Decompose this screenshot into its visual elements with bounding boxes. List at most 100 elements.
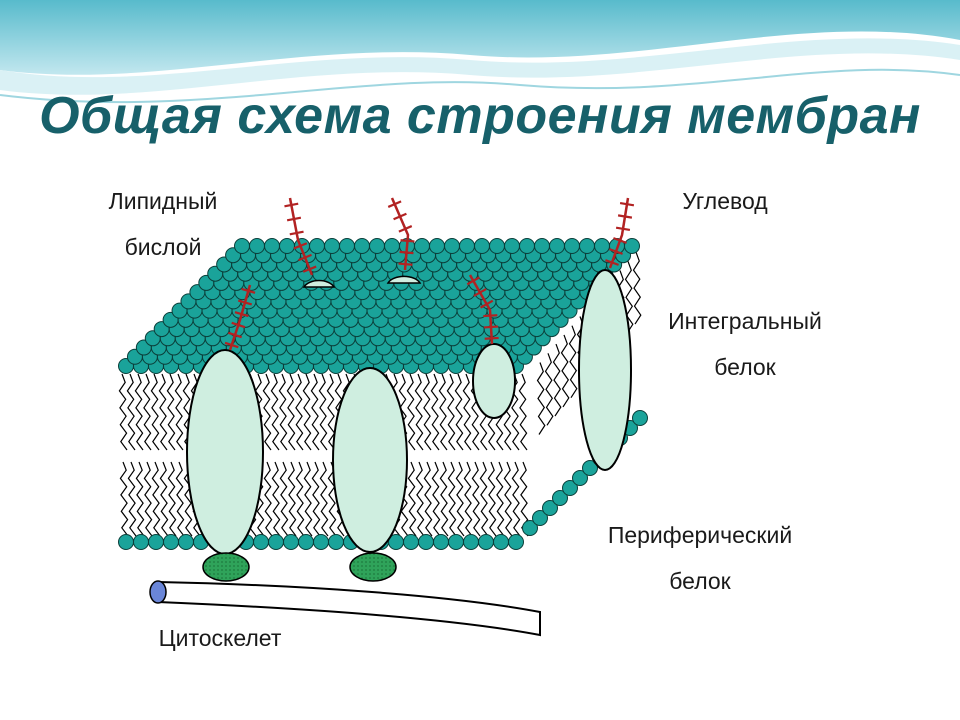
peripheral-protein-middle <box>349 552 397 582</box>
carbohydrate-branch <box>466 276 480 286</box>
integral-protein-left <box>186 349 264 555</box>
carbohydrate-branch <box>234 311 249 318</box>
lipid-head <box>414 238 430 254</box>
lipid-head <box>474 238 490 254</box>
carbohydrate-branch <box>480 299 494 309</box>
lipid-tail <box>318 373 328 451</box>
lipid-tail <box>479 461 489 537</box>
lipid-tail <box>326 373 336 451</box>
lipid-head <box>549 238 565 254</box>
carbohydrate-chain <box>468 274 494 345</box>
carbohydrate-branch <box>399 250 414 255</box>
lipid-tail <box>302 373 312 451</box>
lipid-head <box>444 238 460 254</box>
lipid-tail <box>270 373 280 451</box>
lipid-tail <box>544 353 554 426</box>
lipid-tail <box>166 373 176 451</box>
carbohydrate-branch <box>302 265 317 273</box>
lipid-head <box>313 534 329 550</box>
lipid-tail <box>278 373 288 451</box>
carbohydrate-branch <box>284 202 299 208</box>
lipid-tail <box>287 461 297 537</box>
lipid-tail <box>119 461 129 537</box>
lipid-tail <box>295 461 305 537</box>
carbohydrate-branch <box>298 253 312 262</box>
carbohydrate-branch <box>231 321 246 329</box>
carbohydrate-branch <box>237 299 253 306</box>
lipid-tail <box>327 461 337 537</box>
carbohydrate-branch <box>286 216 302 222</box>
carbohydrate-branch <box>293 242 308 250</box>
lipid-head <box>552 490 568 506</box>
carbohydrate-branch <box>619 201 635 207</box>
lipid-tail <box>454 373 464 451</box>
lipid-head <box>163 534 179 550</box>
lipid-head <box>594 238 610 254</box>
lipid-head <box>489 238 505 254</box>
lipid-head <box>418 534 434 550</box>
lipid-tail <box>134 373 144 451</box>
lipid-tail <box>262 373 272 451</box>
lipid-head <box>403 534 419 550</box>
lipid-tail <box>503 461 513 537</box>
lipid-tail <box>414 373 424 451</box>
carbohydrate-branch <box>393 212 407 221</box>
lipid-tail <box>142 373 152 451</box>
carbohydrate-branch <box>609 248 623 255</box>
lipid-tail <box>552 343 562 417</box>
lipid-head <box>504 238 520 254</box>
lipid-head <box>384 238 400 254</box>
lipid-tail <box>446 373 456 451</box>
lipid-tail <box>319 461 329 537</box>
lipid-tail <box>632 251 642 325</box>
carbohydrate-branch <box>615 226 631 232</box>
lipid-tail <box>303 461 313 537</box>
carbohydrate-branch <box>483 325 499 329</box>
carbohydrate-branch <box>387 200 402 208</box>
lipid-tail <box>286 373 296 451</box>
peripheral-protein-left <box>202 552 250 582</box>
lipid-head <box>118 534 134 550</box>
lipid-tail <box>415 461 425 537</box>
lipid-head <box>178 534 194 550</box>
lipid-tail <box>406 373 416 451</box>
lipid-tail <box>422 373 432 451</box>
protein-top-emerging <box>386 275 422 284</box>
label-lipid-bilayer: Липидный бислой <box>108 188 218 260</box>
label-peripheral-protein: Периферический белок <box>607 522 793 594</box>
integral-proteins <box>186 269 632 555</box>
lipid-tail <box>118 373 128 451</box>
lipid-head <box>298 534 314 550</box>
lipid-head <box>532 510 548 526</box>
carbohydrate-branch <box>241 287 256 294</box>
lipid-tail <box>536 362 546 435</box>
protein-top-emerging <box>302 279 336 288</box>
lipid-head <box>448 534 464 550</box>
lipid-tail <box>462 373 472 451</box>
lipid-tail <box>310 373 320 451</box>
carbohydrate-chain <box>228 284 252 351</box>
lipid-tail <box>471 461 481 537</box>
lipid-tail <box>151 461 161 537</box>
lipid-tail <box>495 461 505 537</box>
carbohydrate-branch <box>289 230 304 236</box>
carbohydrate-chain <box>390 197 410 271</box>
lipid-head <box>429 238 445 254</box>
peripheral-proteins <box>202 552 397 582</box>
lipid-head <box>354 238 370 254</box>
lipid-head <box>249 238 265 254</box>
lipid-tail <box>135 461 145 537</box>
lipid-head <box>508 534 524 550</box>
lipid-tail <box>150 373 160 451</box>
lipid-head <box>542 500 558 516</box>
lipid-head <box>268 534 284 550</box>
lipid-head <box>572 470 588 486</box>
lipid-head <box>478 534 494 550</box>
lipid-tail <box>431 461 441 537</box>
lipid-tail <box>159 461 169 537</box>
lipid-head <box>624 238 640 254</box>
carbohydrate-chain <box>288 197 314 276</box>
carbohydrate-branch <box>605 259 619 266</box>
lipid-head <box>519 238 535 254</box>
carbohydrate-branch <box>400 239 415 243</box>
